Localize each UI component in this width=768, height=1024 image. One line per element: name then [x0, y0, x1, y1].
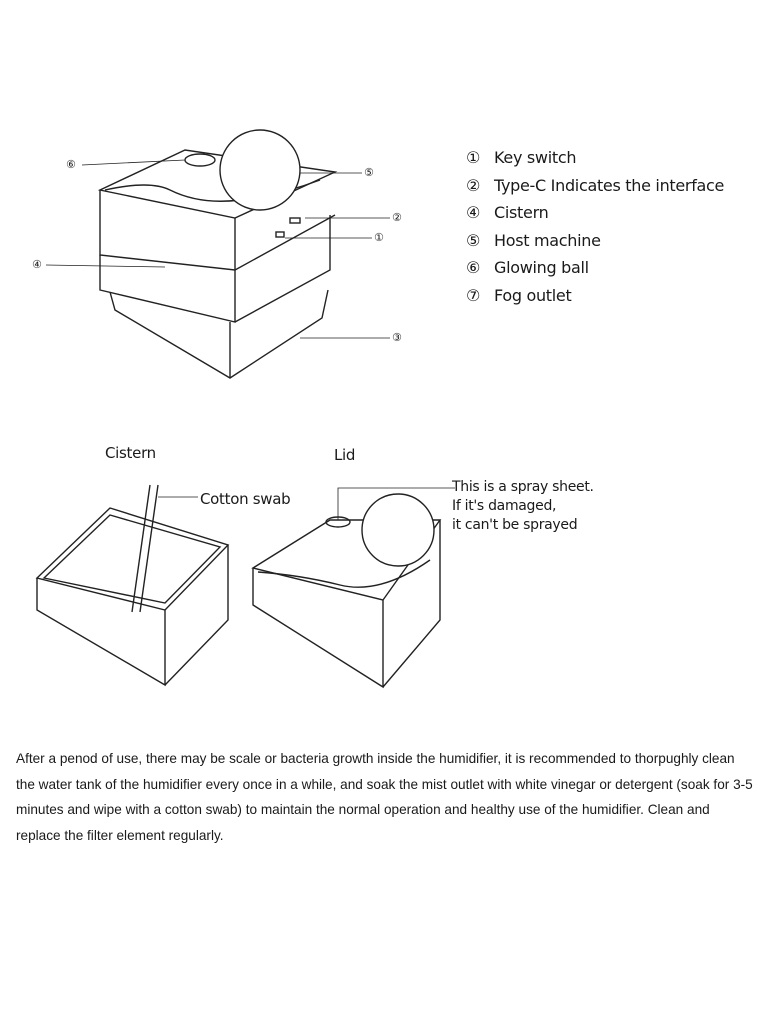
callout-1: ①: [374, 231, 384, 244]
cistern-drawing: [35, 484, 230, 687]
callout-2: ②: [392, 211, 402, 224]
lid-label: Lid: [334, 446, 356, 464]
callout-5: ⑤: [364, 166, 374, 179]
lid-drawing: [251, 487, 455, 689]
callout-4: ④: [32, 258, 42, 271]
cotton-swab-label: Cotton swab: [200, 490, 291, 508]
spray-sheet-note: This is a spray sheet. If it's damaged, …: [452, 479, 594, 533]
assembled-humidifier-drawing: [45, 129, 390, 379]
cistern-label: Cistern: [105, 444, 156, 462]
callout-3: ③: [392, 331, 402, 344]
cleaning-instructions: After a penod of use, there may be scale…: [16, 751, 753, 843]
callout-6: ⑥: [66, 158, 76, 171]
